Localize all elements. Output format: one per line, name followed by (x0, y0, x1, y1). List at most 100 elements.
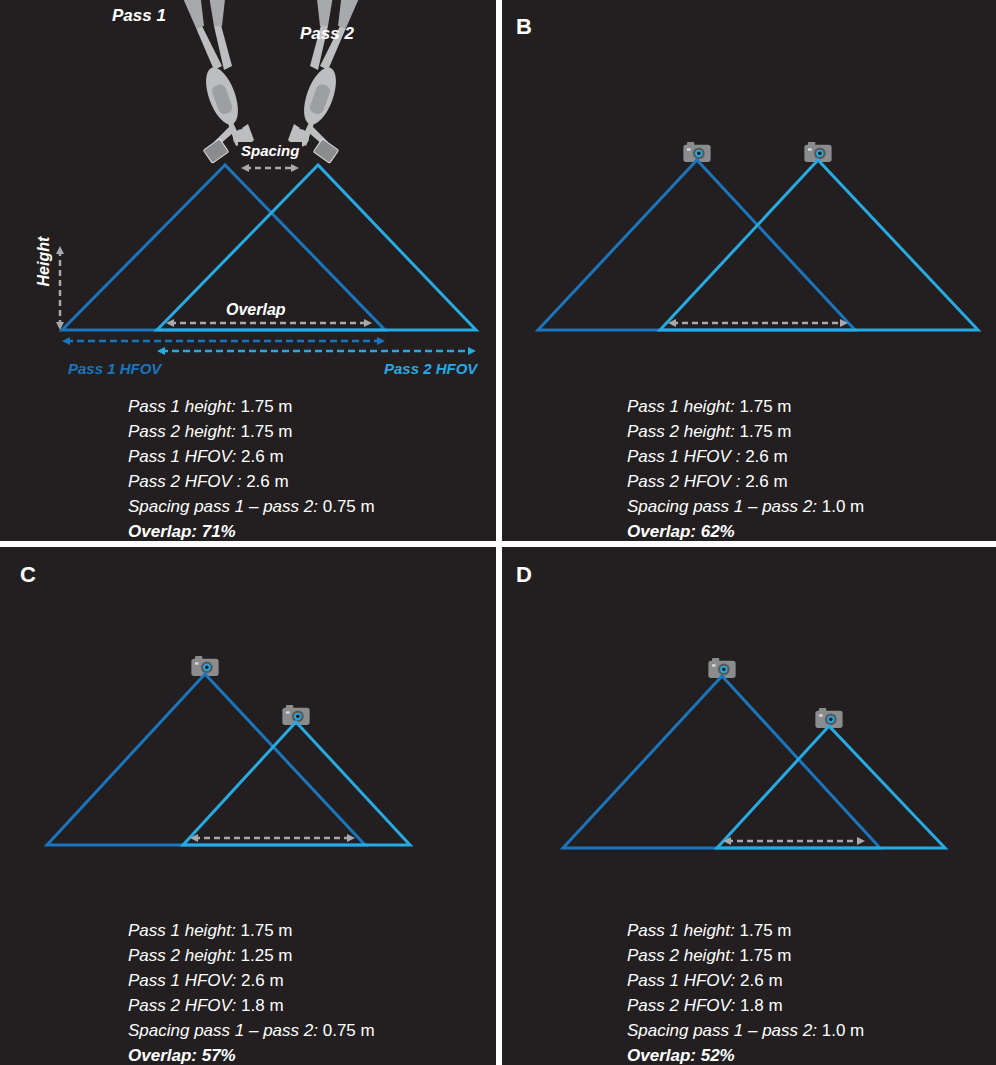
parameter-name: Pass 2 HFOV : (627, 472, 740, 491)
parameter-name: Pass 2 HFOV: (627, 996, 735, 1015)
pass-2-diver (288, 0, 360, 147)
info-line: Overlap: 71% (128, 519, 236, 544)
parameter-name: Pass 2 height: (128, 946, 236, 965)
parameter-value: 2.6 m (241, 971, 284, 990)
overlap-result: Overlap: 57% (128, 1046, 236, 1065)
info-line: Spacing pass 1 – pass 2: 1.0 m (627, 1018, 864, 1043)
info-line: Pass 2 height: 1.75 m (627, 943, 791, 968)
hfov-arrow (66, 340, 381, 343)
info-line: Pass 1 height: 1.75 m (128, 918, 292, 943)
pass-1-fov (62, 165, 385, 330)
panel-letter: C (20, 562, 36, 588)
parameter-value: 1.8 m (241, 996, 284, 1015)
pass-1-fov (563, 676, 880, 848)
parameter-name: Pass 1 height: (128, 397, 236, 416)
parameter-name: Spacing pass 1 – pass 2: (128, 497, 318, 516)
hfov-label: Pass 1 HFOV (68, 360, 161, 378)
hfov-arrow (161, 350, 472, 353)
parameter-name: Spacing pass 1 – pass 2: (627, 1021, 817, 1040)
info-line: Overlap: 52% (627, 1043, 735, 1065)
parameter-name: Pass 1 height: (128, 921, 236, 940)
parameter-name: Pass 1 HFOV: (128, 971, 236, 990)
parameter-name: Pass 2 HFOV: (128, 996, 236, 1015)
info-line: Pass 1 HFOV: 2.6 m (128, 444, 284, 469)
parameter-name: Pass 2 height: (627, 946, 735, 965)
parameter-value: 1.75 m (241, 397, 293, 416)
info-line: Pass 1 height: 1.75 m (128, 394, 292, 419)
panel (502, 0, 996, 541)
overlap-arrow (170, 322, 368, 325)
parameter-value: 2.6 m (246, 472, 289, 491)
overlap-result: Overlap: 62% (627, 522, 735, 541)
parameter-value: 2.6 m (740, 971, 783, 990)
parameter-name: Pass 1 height: (627, 397, 735, 416)
info-line: Spacing pass 1 – pass 2: 0.75 m (128, 1018, 375, 1043)
parameter-value: 2.6 m (241, 447, 284, 466)
parameter-value: 1.0 m (822, 1021, 865, 1040)
info-line: Overlap: 57% (128, 1043, 236, 1065)
pass-2-fov (183, 722, 410, 845)
info-line: Spacing pass 1 – pass 2: 0.75 m (128, 494, 375, 519)
overlap-arrow (727, 840, 861, 843)
panel-letter: D (516, 562, 532, 588)
info-line: Pass 2 height: 1.75 m (627, 419, 791, 444)
parameter-value: 1.75 m (740, 921, 792, 940)
info-line: Pass 2 HFOV : 2.6 m (128, 469, 289, 494)
pass-2-fov (157, 165, 476, 330)
parameter-name: Pass 2 HFOV : (128, 472, 241, 491)
camera (313, 139, 339, 164)
info-line: Pass 2 HFOV : 2.6 m (627, 469, 788, 494)
info-line: Pass 1 height: 1.75 m (627, 394, 791, 419)
parameter-value: 1.75 m (740, 946, 792, 965)
info-line: Pass 1 height: 1.75 m (627, 918, 791, 943)
parameter-value: 0.75 m (323, 497, 375, 516)
info-line: Pass 2 HFOV: 1.8 m (128, 993, 284, 1018)
pass-2-fov (717, 726, 945, 848)
parameter-name: Pass 1 HFOV: (128, 447, 236, 466)
parameter-value: 1.75 m (241, 921, 293, 940)
info-line: Pass 2 height: 1.25 m (128, 943, 292, 968)
info-line: Overlap: 62% (627, 519, 735, 544)
panel (0, 0, 496, 541)
parameter-value: 1.75 m (740, 397, 792, 416)
info-line: Pass 1 HFOV: 2.6 m (627, 968, 783, 993)
parameter-name: Pass 2 height: (627, 422, 735, 441)
info-line: Pass 1 HFOV : 2.6 m (627, 444, 788, 469)
overlap-result: Overlap: 52% (627, 1046, 735, 1065)
parameter-value: 1.8 m (740, 996, 783, 1015)
height-arrow (59, 250, 62, 326)
dimension-label: Spacing (238, 142, 302, 160)
info-line: Spacing pass 1 – pass 2: 1.0 m (627, 494, 864, 519)
parameter-value: 2.6 m (745, 472, 788, 491)
panel (502, 547, 996, 1065)
parameter-value: 1.75 m (241, 422, 293, 441)
panel (0, 547, 496, 1065)
pass-2-fov (660, 160, 978, 330)
pass-label: Pass 2 (300, 24, 354, 44)
parameter-name: Pass 1 height: (627, 921, 735, 940)
parameter-name: Spacing pass 1 – pass 2: (128, 1021, 318, 1040)
info-line: Pass 1 HFOV: 2.6 m (128, 968, 284, 993)
parameter-value: 1.75 m (740, 422, 792, 441)
parameter-name: Pass 2 height: (128, 422, 236, 441)
parameter-value: 1.25 m (241, 946, 293, 965)
info-line: Pass 2 height: 1.75 m (128, 419, 292, 444)
panel-letter: B (516, 14, 532, 40)
overlap-arrow (672, 322, 844, 325)
camera (203, 139, 229, 164)
pass-1-diver (182, 0, 254, 147)
dimension-label: Height (34, 237, 53, 287)
parameter-name: Pass 1 HFOV: (627, 971, 735, 990)
dimension-label: Overlap (223, 300, 289, 319)
parameter-value: 0.75 m (323, 1021, 375, 1040)
parameter-value: 1.0 m (822, 497, 865, 516)
parameter-name: Pass 1 HFOV : (627, 447, 740, 466)
parameter-value: 2.6 m (745, 447, 788, 466)
hfov-label: Pass 2 HFOV (384, 360, 477, 378)
info-line: Pass 2 HFOV: 1.8 m (627, 993, 783, 1018)
pass-label: Pass 1 (112, 6, 166, 26)
parameter-name: Spacing pass 1 – pass 2: (627, 497, 817, 516)
pass-1-fov (538, 160, 855, 330)
overlap-result: Overlap: 71% (128, 522, 236, 541)
